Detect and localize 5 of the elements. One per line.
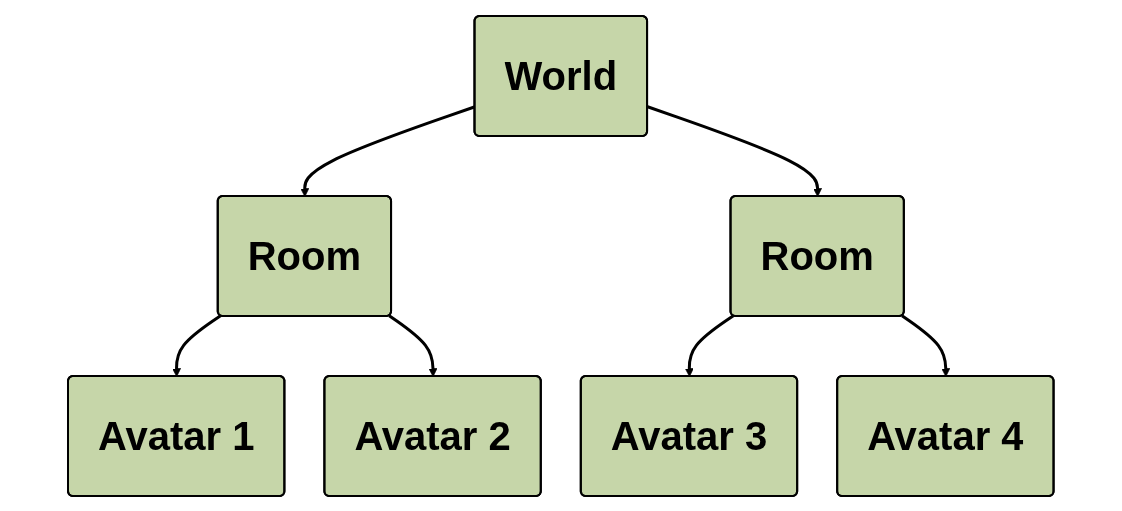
arrow — [388, 314, 438, 377]
arrow — [172, 314, 222, 377]
arrow — [685, 314, 735, 377]
arrow — [647, 104, 823, 197]
arrow — [901, 314, 951, 377]
